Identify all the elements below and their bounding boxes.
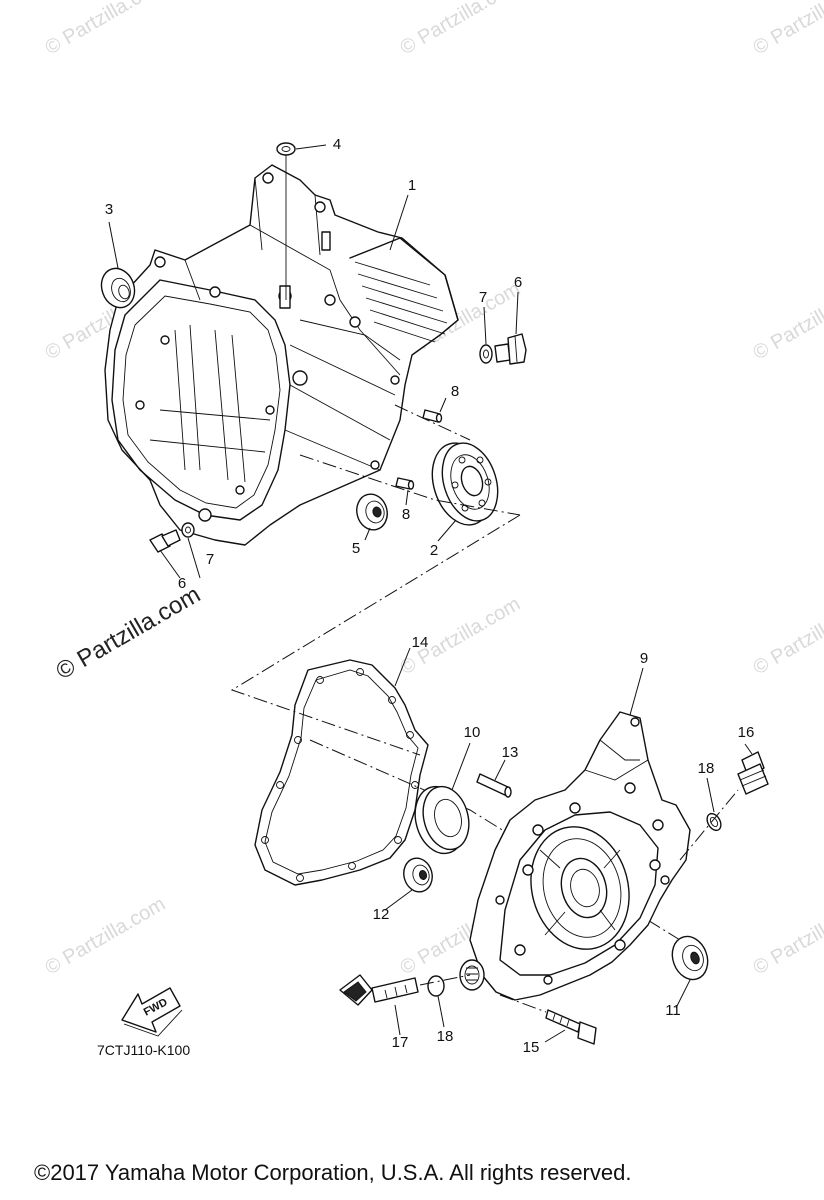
callout-6-right: 6 bbox=[514, 274, 522, 291]
centerline-dipstick bbox=[419, 974, 471, 986]
bolt-6-right bbox=[494, 333, 527, 365]
callout-12: 12 bbox=[373, 906, 390, 923]
watermark: © Partzilla.com bbox=[750, 278, 824, 364]
watermark: © Partzilla.com bbox=[750, 593, 824, 679]
callout-17: 17 bbox=[392, 1034, 409, 1051]
copyright-notice: ©2017 Yamaha Motor Corporation, U.S.A. A… bbox=[34, 1160, 631, 1185]
watermark: © Partzilla.com bbox=[750, 0, 824, 59]
oil-seal-12 bbox=[403, 857, 433, 893]
bearing-2 bbox=[431, 442, 499, 526]
centerline-plug bbox=[679, 789, 739, 861]
callout-7-right: 7 bbox=[479, 289, 487, 306]
fwd-arrow-icon: FWD bbox=[121, 987, 183, 1037]
callout-7-left: 7 bbox=[206, 551, 214, 568]
washer-7-left bbox=[181, 522, 195, 538]
leader-lines bbox=[108, 144, 753, 1043]
centerline-frame bbox=[230, 514, 521, 756]
watermark-large: © Partzilla.com bbox=[52, 581, 206, 685]
callout-9: 9 bbox=[640, 650, 648, 667]
dowel-pin-8-lower bbox=[395, 477, 415, 490]
oil-seal-5 bbox=[356, 493, 388, 531]
diagram-code: 7CTJ110-K100 bbox=[97, 1042, 190, 1058]
callout-labels: 1 3 4 7 6 8 8 5 2 7 6 14 9 10 13 16 18 1… bbox=[105, 136, 755, 1056]
washer-7-right bbox=[479, 344, 493, 364]
oil-seal-11 bbox=[671, 935, 709, 981]
callout-6-left: 6 bbox=[178, 575, 186, 592]
oil-dipstick-17 bbox=[339, 974, 419, 1006]
callout-4: 4 bbox=[333, 136, 341, 153]
o-ring-18-lower bbox=[427, 975, 445, 997]
callout-5: 5 bbox=[352, 540, 360, 557]
callout-18-lower: 18 bbox=[437, 1028, 454, 1045]
callout-8-upper: 8 bbox=[451, 383, 459, 400]
callout-13: 13 bbox=[502, 744, 519, 761]
drain-plug-16 bbox=[737, 751, 769, 795]
callout-16: 16 bbox=[738, 724, 755, 741]
watermark: © Partzilla.com bbox=[42, 0, 170, 59]
callout-2: 2 bbox=[430, 542, 438, 559]
callout-8-lower: 8 bbox=[402, 506, 410, 523]
gasket-14 bbox=[254, 659, 429, 886]
crankcase-cover-9 bbox=[459, 711, 691, 1001]
oil-seal-10 bbox=[414, 785, 470, 855]
dowel-pin-13 bbox=[476, 773, 512, 798]
dowel-pin-8-upper bbox=[422, 409, 443, 423]
o-ring-18-upper bbox=[706, 812, 722, 832]
centerline-upper bbox=[299, 454, 521, 516]
watermark: © Partzilla.com bbox=[397, 0, 525, 59]
callout-14: 14 bbox=[412, 634, 429, 651]
bolt-6-left bbox=[149, 529, 181, 553]
callout-3: 3 bbox=[105, 201, 113, 218]
watermark: © Partzilla.com bbox=[750, 893, 824, 979]
callout-15: 15 bbox=[523, 1039, 540, 1056]
watermark: © Partzilla.com bbox=[42, 893, 170, 979]
washer-4 bbox=[276, 142, 296, 300]
oil-seal-3 bbox=[100, 267, 136, 309]
callout-10: 10 bbox=[464, 724, 481, 741]
crankcase bbox=[104, 164, 459, 546]
callout-1: 1 bbox=[408, 177, 416, 194]
centerline-bolt bbox=[499, 994, 547, 1013]
centerline-upper-2 bbox=[394, 404, 471, 441]
bolt-15 bbox=[545, 1009, 597, 1045]
callout-11: 11 bbox=[665, 1002, 681, 1019]
callout-18-upper: 18 bbox=[698, 760, 715, 777]
